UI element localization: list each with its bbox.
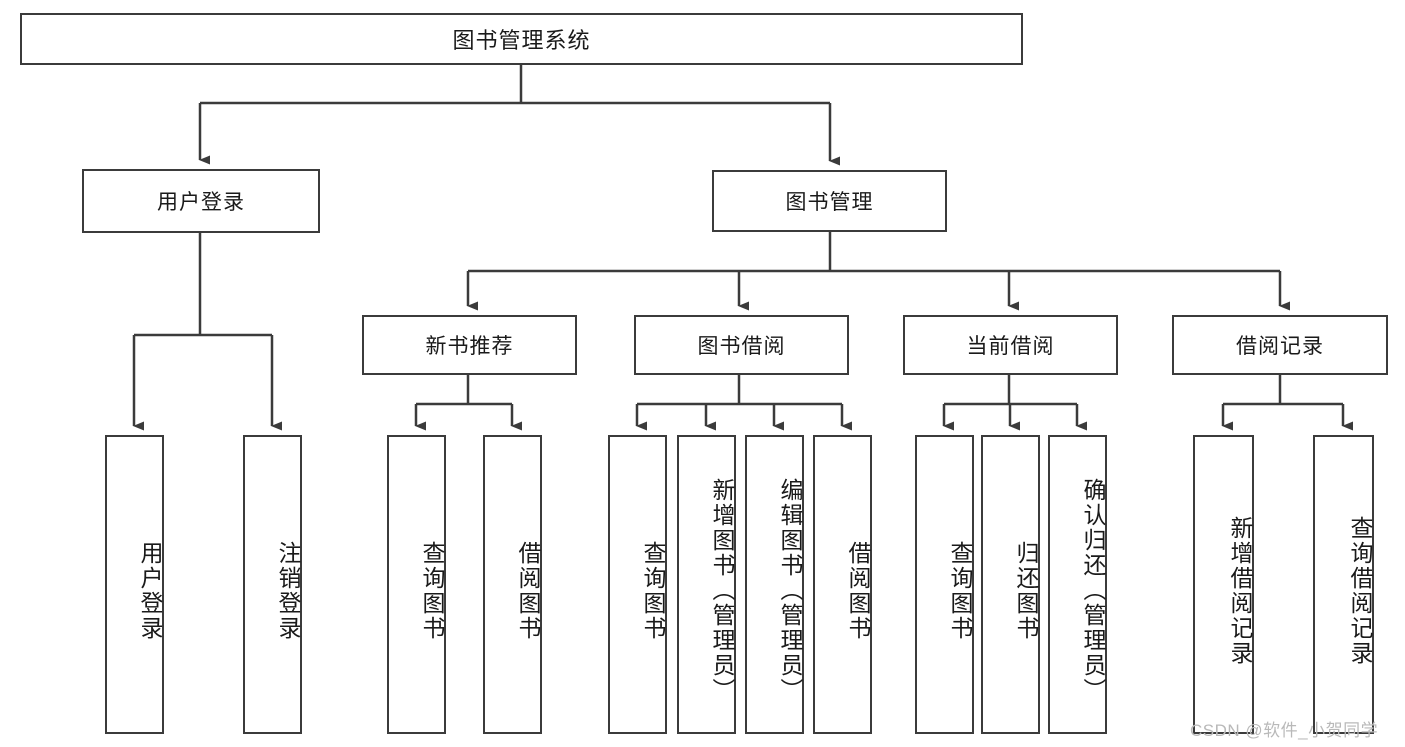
node-book-borrow[interactable]: 图书借阅: [634, 315, 849, 375]
leaf-book-borrow-edit[interactable]: 编辑图书（管理员）: [745, 435, 804, 734]
node-new-book-recommend[interactable]: 新书推荐: [362, 315, 577, 375]
leaf-user-login-login[interactable]: 用户登录: [105, 435, 164, 734]
leaf-current-borrow-query[interactable]: 查询图书: [915, 435, 974, 734]
node-borrow-record[interactable]: 借阅记录: [1172, 315, 1388, 375]
leaf-new-book-query[interactable]: 查询图书: [387, 435, 446, 734]
leaf-user-login-logout[interactable]: 注销登录: [243, 435, 302, 734]
leaf-borrow-record-query[interactable]: 查询借阅记录: [1313, 435, 1374, 734]
node-user-login[interactable]: 用户登录: [82, 169, 320, 233]
leaf-current-borrow-confirm-return[interactable]: 确认归还（管理员）: [1048, 435, 1107, 734]
leaf-book-borrow-add[interactable]: 新增图书（管理员）: [677, 435, 736, 734]
leaf-book-borrow-borrow[interactable]: 借阅图书: [813, 435, 872, 734]
node-root-system[interactable]: 图书管理系统: [20, 13, 1023, 65]
leaf-current-borrow-return[interactable]: 归还图书: [981, 435, 1040, 734]
leaf-new-book-borrow[interactable]: 借阅图书: [483, 435, 542, 734]
node-current-borrow[interactable]: 当前借阅: [903, 315, 1118, 375]
leaf-borrow-record-add[interactable]: 新增借阅记录: [1193, 435, 1254, 734]
node-book-management[interactable]: 图书管理: [712, 170, 947, 232]
watermark-label: CSDN @软件_小贺同学: [1190, 721, 1379, 740]
leaf-book-borrow-query[interactable]: 查询图书: [608, 435, 667, 734]
